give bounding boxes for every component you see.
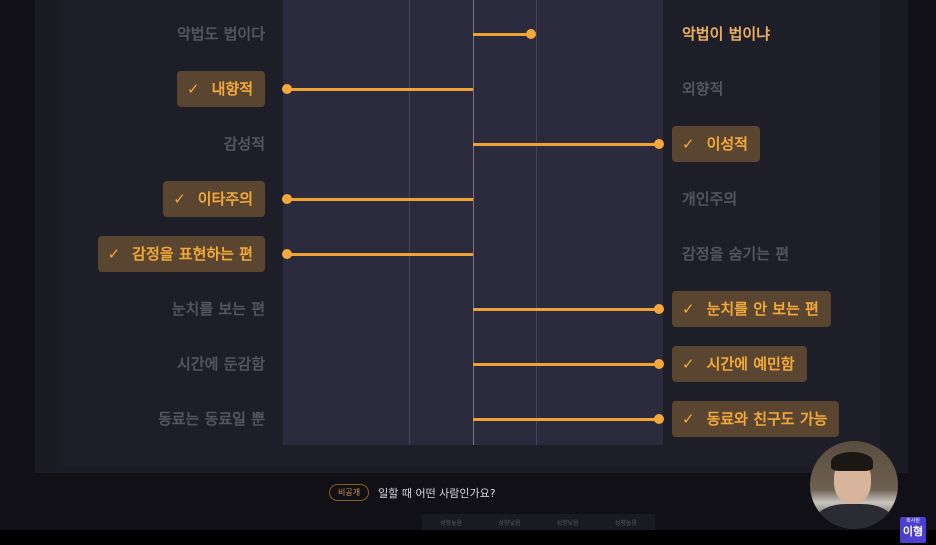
table-header-cell: 성향높음 <box>440 519 463 527</box>
trait-dot <box>654 359 664 369</box>
trait-bar <box>473 33 531 36</box>
trait-label-right[interactable]: ✓ 눈치를 안 보는 편 <box>672 291 831 327</box>
trait-label-left[interactable]: 동료는 동료일 뿐 <box>158 401 265 437</box>
trait-label-left[interactable]: ✓ 감정을 표현하는 편 <box>97 236 265 272</box>
trait-text: 악법이 법이냐 <box>682 25 771 43</box>
trait-text: 내향적 <box>211 80 253 98</box>
watermark-big: 이형 <box>902 525 924 538</box>
trait-text: 감정을 숨기는 편 <box>682 245 790 263</box>
trait-text: 시간에 둔감함 <box>176 355 265 373</box>
trait-text: 동료는 동료일 뿐 <box>157 410 265 428</box>
trait-text: 외향적 <box>682 80 724 98</box>
trait-text: 이성적 <box>706 135 748 153</box>
trait-label-right[interactable]: 개인주의 <box>682 181 737 217</box>
check-icon: ✓ <box>173 190 186 208</box>
trait-bar <box>473 363 659 366</box>
trait-label-right[interactable]: 악법이 법이냐 <box>682 16 770 52</box>
trait-label-right[interactable]: ✓ 동료와 친구도 가능 <box>672 401 840 437</box>
trait-dot <box>654 139 664 149</box>
trait-label-left[interactable]: ✓ 이타주의 <box>163 181 265 217</box>
trait-text: 개인주의 <box>682 190 738 208</box>
trait-label-left[interactable]: ✓ 내향적 <box>177 71 265 107</box>
trait-bar <box>287 88 473 91</box>
trait-text: 감정을 표현하는 편 <box>132 245 253 263</box>
trait-text: 눈치를 보는 편 <box>171 300 265 318</box>
table-header-cell: 성향낮음 <box>498 519 521 527</box>
presenter-hair <box>831 452 873 471</box>
trait-text: 눈치를 안 보는 편 <box>706 300 819 318</box>
check-icon: ✓ <box>187 80 200 98</box>
trait-text: 악법도 법이다 <box>176 25 265 43</box>
trait-label-right[interactable]: ✓ 이성적 <box>672 126 760 162</box>
trait-label-left[interactable]: 악법도 법이다 <box>177 16 265 52</box>
channel-watermark: 회사원 이형 <box>900 517 926 543</box>
presenter-suit <box>816 504 892 529</box>
trait-label-left[interactable]: 눈치를 보는 편 <box>172 291 265 327</box>
trait-label-right[interactable]: 외향적 <box>682 71 723 107</box>
question-header: 비공개 일할 때 어떤 사람인가요? <box>329 484 496 501</box>
trait-dot <box>654 414 664 424</box>
private-badge: 비공개 <box>329 484 370 501</box>
trait-bar <box>473 143 659 146</box>
center-line <box>473 0 474 445</box>
trait-text: 동료와 친구도 가능 <box>706 410 828 428</box>
video-bottom-bar <box>0 530 936 545</box>
trait-bar <box>473 308 659 311</box>
check-icon: ✓ <box>682 410 695 428</box>
trait-dot <box>525 29 536 39</box>
grid-line <box>409 0 410 445</box>
grid-line <box>536 0 537 445</box>
trait-dot <box>654 304 664 314</box>
trait-bar <box>287 198 473 201</box>
trait-dot <box>282 84 292 94</box>
trait-text: 시간에 예민함 <box>706 355 795 373</box>
check-icon: ✓ <box>682 355 695 373</box>
trait-bar <box>287 253 473 256</box>
trait-dot <box>282 249 292 259</box>
trait-text: 감성적 <box>223 135 265 153</box>
trait-label-left[interactable]: 감성적 <box>224 126 265 162</box>
trait-text: 이타주의 <box>197 190 253 208</box>
check-icon: ✓ <box>682 135 695 153</box>
table-header: 성향높음 성향낮음 성향낮음 성향높음 <box>422 514 655 530</box>
trait-label-right[interactable]: ✓ 시간에 예민함 <box>672 346 807 382</box>
watermark-small: 회사원 <box>906 518 920 524</box>
check-icon: ✓ <box>107 245 121 263</box>
table-header-cell: 성향낮음 <box>556 519 579 527</box>
question-title: 일할 때 어떤 사람인가요? <box>378 486 496 500</box>
webcam-overlay <box>810 441 898 529</box>
check-icon: ✓ <box>682 300 695 318</box>
table-header-cell: 성향높음 <box>614 519 637 527</box>
trait-bar <box>473 418 659 421</box>
trait-dot <box>282 194 292 204</box>
trait-label-right[interactable]: 감정을 숨기는 편 <box>682 236 789 272</box>
trait-label-left[interactable]: 시간에 둔감함 <box>177 346 265 382</box>
